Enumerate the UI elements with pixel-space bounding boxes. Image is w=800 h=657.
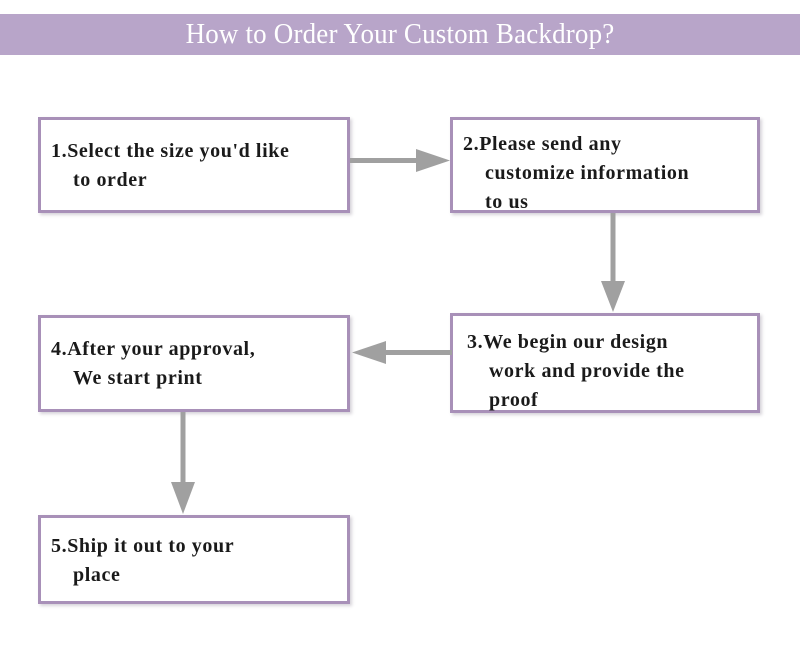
arrow-step4-to-step5-icon	[166, 412, 200, 516]
flow-step-box-3: 3.We begin our design work and provide t…	[450, 313, 760, 413]
flow-step-label-2: 2.Please send any customize information …	[463, 133, 690, 213]
flow-step-box-4: 4.After your approval, We start print	[38, 315, 350, 412]
flow-step-box-5: 5.Ship it out to your place	[38, 515, 350, 604]
arrow-step3-to-step4-icon	[352, 338, 452, 368]
flow-step-box-1: 1.Select the size you'd like to order	[38, 117, 350, 213]
flow-step-label-1: 1.Select the size you'd like to order	[51, 140, 290, 191]
arrow-step1-to-step2-icon	[350, 146, 452, 176]
arrow-step2-to-step3-icon	[596, 213, 630, 314]
header-band	[0, 14, 800, 55]
flow-step-label-3: 3.We begin our design work and provide t…	[467, 331, 685, 411]
flow-step-label-4: 4.After your approval, We start print	[51, 338, 256, 389]
flow-step-box-2: 2.Please send any customize information …	[450, 117, 760, 213]
page-title: How to Order Your Custom Backdrop?	[185, 18, 615, 50]
flow-step-label-5: 5.Ship it out to your place	[51, 535, 235, 586]
